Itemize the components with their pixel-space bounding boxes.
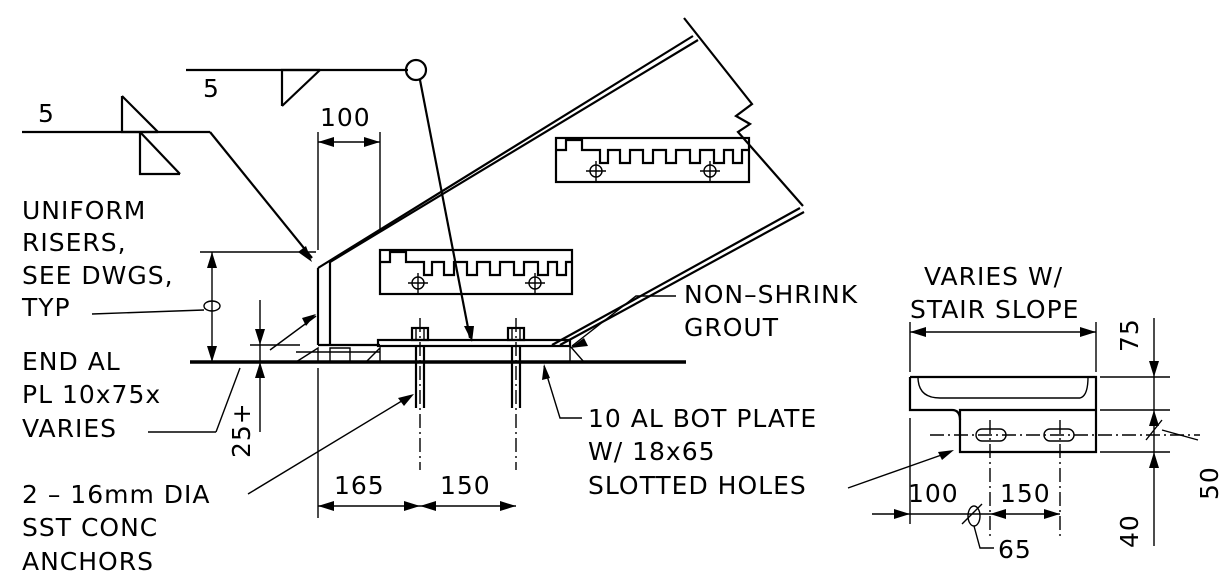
detail-left-spacing-value: 100 (908, 479, 959, 508)
dim-top-width-value: 100 (320, 103, 371, 132)
top-weld-size: 5 (203, 74, 220, 103)
base-plate-assembly (190, 338, 686, 364)
dim-grout-depth (250, 300, 317, 432)
note-risers-line-3: SEE DWGS, (22, 261, 174, 290)
end-plate-leader-diag (215, 367, 241, 433)
note-risers-line-1: UNIFORM (22, 196, 146, 225)
bot-plate-arrow (542, 364, 550, 380)
weld-symbol-top (186, 58, 474, 342)
note-detail-title-line-1: VARIES W/ (924, 262, 1063, 291)
dim-riser-height (91, 251, 316, 362)
note-bot-plate-line-3: SLOTTED HOLES (588, 471, 807, 500)
anchor-bolts (410, 318, 526, 470)
grout-arrow (570, 338, 588, 348)
note-end-plate-line-3: VARIES (22, 414, 117, 443)
note-detail-title-line-2: STAIR SLOPE (910, 295, 1079, 324)
note-anchors: 2 – 16mm DIA SST CONC ANCHORS (22, 480, 211, 576)
detail-height-bottom-value: 40 (1115, 514, 1144, 548)
note-grout-line-1: NON–SHRINK (684, 280, 858, 309)
dim-top-width (317, 132, 381, 250)
note-grout: NON–SHRINK GROUT (684, 280, 858, 342)
note-risers-line-2: RISERS, (22, 228, 127, 257)
bot-plate-leader (543, 365, 582, 419)
note-end-plate-line-2: PL 10x75x (22, 380, 161, 409)
note-risers: UNIFORM RISERS, SEE DWGS, TYP (21, 196, 174, 322)
note-end-plate-line-1: END AL (22, 347, 121, 376)
detail-offset-value: 50 (1195, 466, 1222, 500)
note-detail-title: VARIES W/ STAIR SLOPE (910, 262, 1079, 324)
note-bot-plate-line-1: 10 AL BOT PLATE (588, 404, 817, 433)
note-end-plate: END AL PL 10x75x VARIES (22, 347, 161, 443)
dim-grout-depth-value: 25+ (227, 402, 256, 458)
note-bot-plate: 10 AL BOT PLATE W/ 18x65 SLOTTED HOLES (588, 404, 817, 500)
note-bot-plate-line-2: W/ 18x65 (588, 437, 716, 466)
anchor-leader (247, 395, 411, 495)
detail-slot-width-value: 65 (998, 535, 1032, 564)
grout-leader (571, 295, 676, 347)
upper-tread-section (554, 136, 751, 184)
note-grout-line-2: GROUT (684, 313, 779, 342)
bracket-detail (847, 318, 1200, 549)
anchor-leader-arrow (398, 394, 414, 406)
detail-height-top-value: 75 (1115, 318, 1144, 352)
dim-anchor-spacing (317, 368, 516, 518)
detail-right-spacing-value: 150 (1000, 479, 1051, 508)
note-anchors-line-1: 2 – 16mm DIA (22, 480, 211, 509)
note-risers-line-4: TYP (21, 293, 71, 322)
note-anchors-line-2: SST CONC (22, 513, 158, 542)
dim-left-spacing-value: 165 (334, 471, 385, 500)
weld-symbol-left (22, 95, 313, 262)
left-weld-size: 5 (38, 99, 55, 128)
lower-tread-section (378, 248, 574, 296)
note-anchors-line-3: ANCHORS (22, 547, 154, 576)
dim-right-spacing-value: 150 (440, 471, 491, 500)
